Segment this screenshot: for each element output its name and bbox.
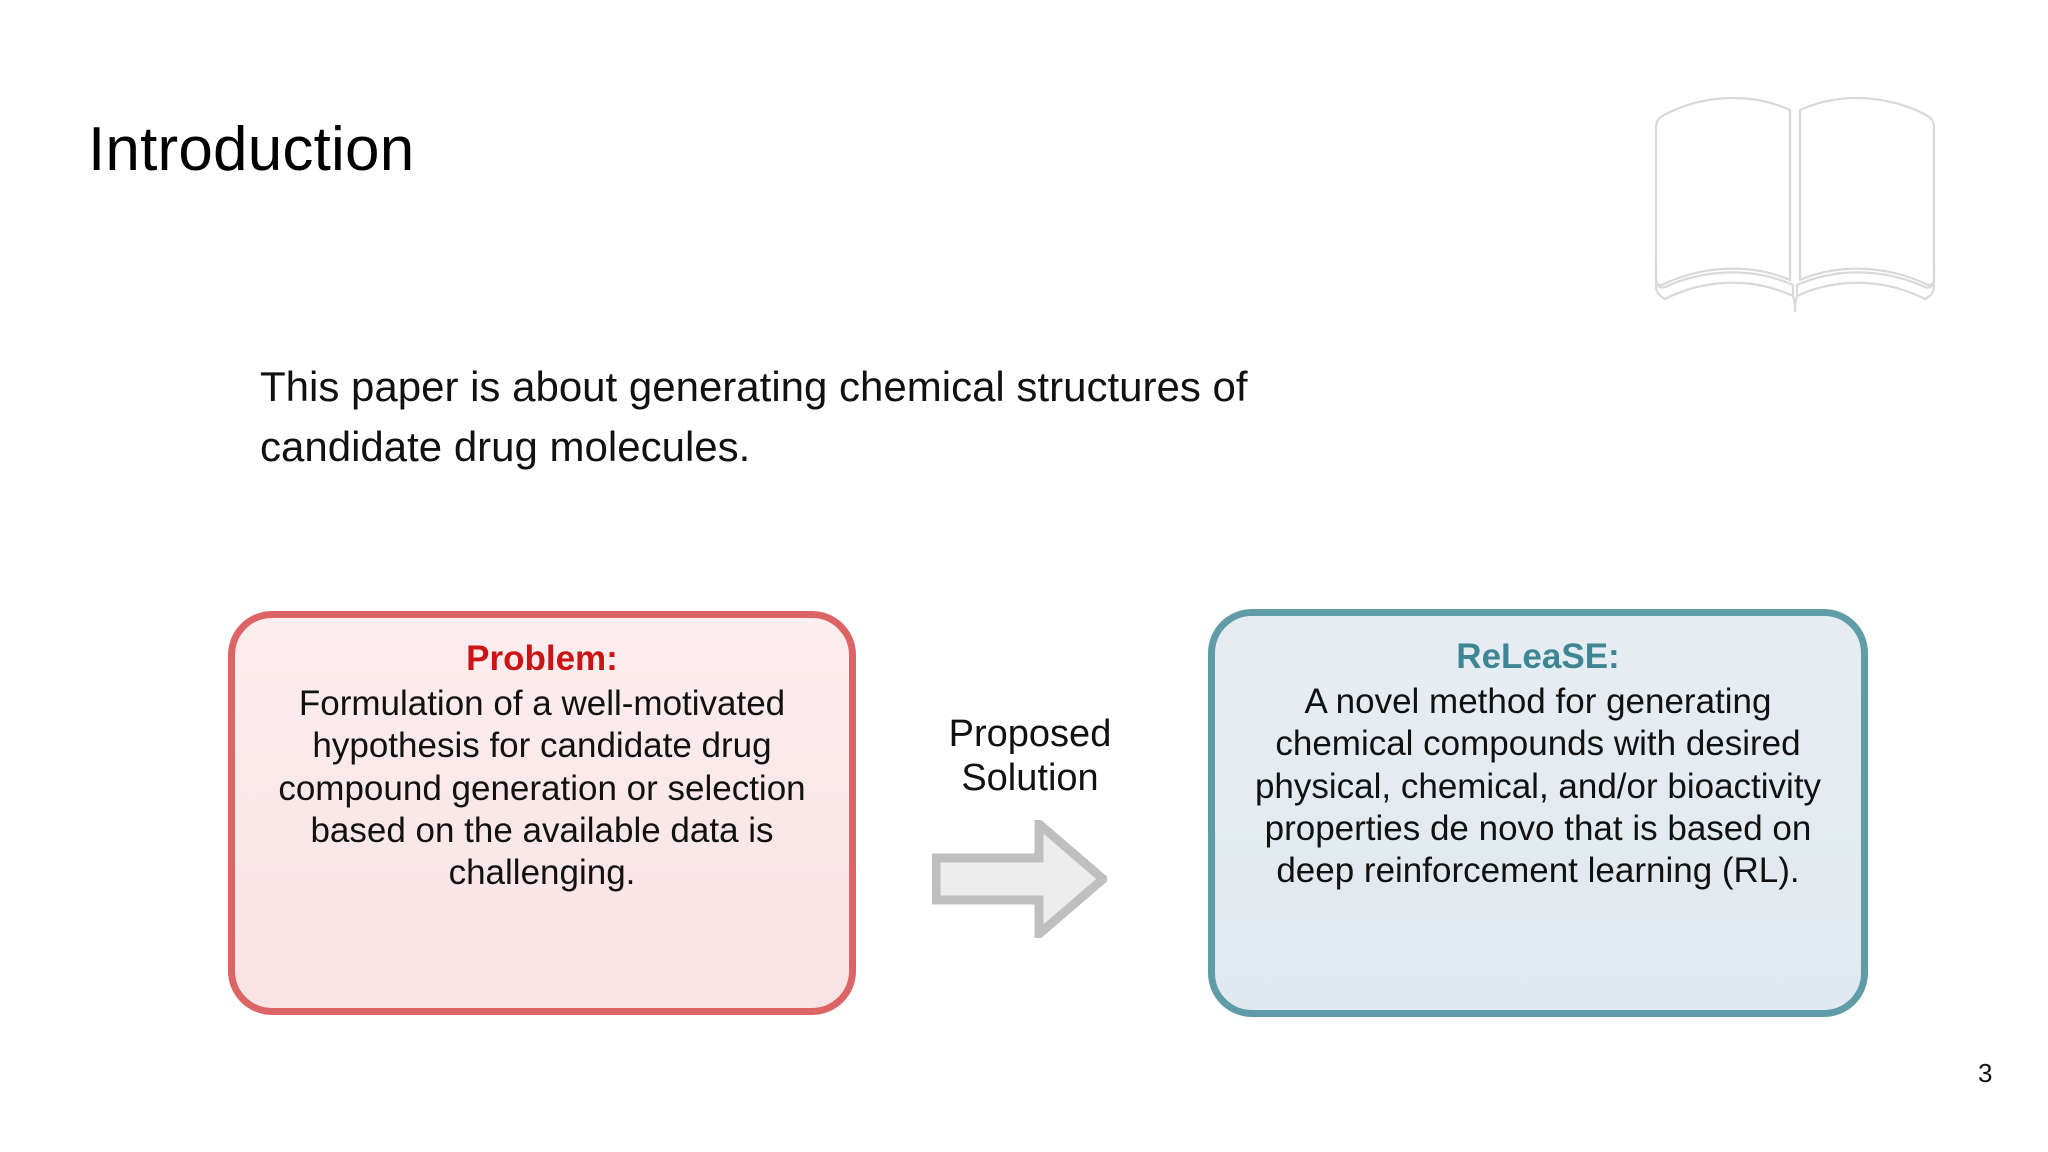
release-box-body: A novel method for generating chemical c… bbox=[1254, 682, 1822, 891]
problem-box: Problem: Formulation of a well-motivated… bbox=[228, 611, 856, 1015]
page-title: Introduction bbox=[88, 115, 415, 184]
proposed-solution-connector: Proposed Solution bbox=[910, 712, 1150, 952]
right-block-arrow-icon bbox=[932, 820, 1107, 938]
problem-box-heading: Problem: bbox=[466, 639, 618, 678]
release-box-heading: ReLeaSE: bbox=[1456, 637, 1620, 676]
proposed-solution-label: Proposed Solution bbox=[948, 713, 1112, 800]
release-box: ReLeaSE: A novel method for generating c… bbox=[1208, 609, 1868, 1017]
intro-paragraph: This paper is about generating chemical … bbox=[260, 363, 1248, 471]
open-book-icon bbox=[1650, 80, 1940, 335]
problem-box-body: Formulation of a well-motivated hypothes… bbox=[278, 684, 806, 893]
page-number: 3 bbox=[1978, 1058, 1993, 1088]
